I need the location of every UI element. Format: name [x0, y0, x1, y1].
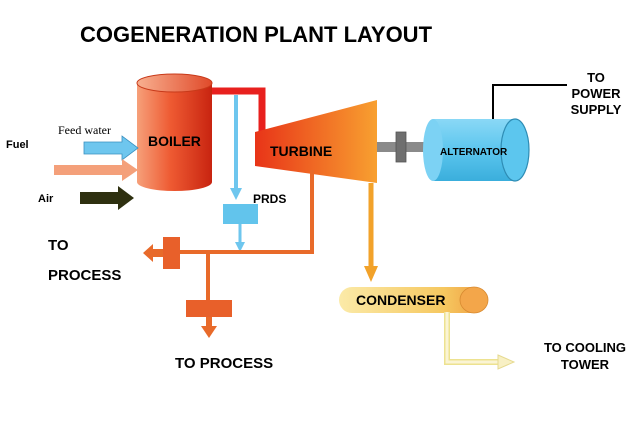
boiler: BOILER [136, 73, 213, 192]
to-power-supply-line1: TO [587, 70, 605, 85]
process-bottom-arrow-icon [201, 326, 217, 338]
cooling-water-line-inner [445, 312, 500, 364]
coupling [395, 131, 407, 163]
prds-arrow-down-icon [230, 188, 242, 200]
to-power-supply-line2: POWER [571, 86, 621, 101]
turbine: TURBINE [255, 100, 377, 183]
condenser: CONDENSER [339, 286, 489, 314]
to-process-left-line1: TO [48, 237, 69, 254]
diagram-title: COGENERATION PLANT LAYOUT [80, 22, 433, 47]
main-steam-line [212, 87, 266, 132]
power-supply-line [492, 84, 567, 119]
prds-outlet-arrow-icon [235, 242, 245, 252]
exhaust-arrow-icon [364, 266, 378, 282]
condenser-label: CONDENSER [356, 292, 445, 308]
to-cooling-tower-line1: TO COOLING [544, 340, 626, 355]
extraction-steam-line [180, 170, 314, 254]
cooling-water-line [444, 312, 500, 365]
cooling-arrow-icon [497, 354, 516, 370]
air-label: Air [38, 193, 54, 205]
to-power-supply-line3: SUPPLY [571, 102, 622, 117]
fuel-arrow-icon [54, 159, 138, 181]
feed-water-label: Feed water [58, 123, 111, 137]
to-process-left-line2: PROCESS [48, 267, 121, 284]
air-arrow-icon [80, 186, 134, 210]
alternator: ALTERNATOR [423, 118, 530, 182]
process-left-arrow-icon [143, 244, 163, 262]
prds-box [223, 204, 258, 224]
process-valve-bottom [186, 300, 232, 317]
prds-label: PRDS [253, 192, 286, 206]
to-process-bottom-label: TO PROCESS [175, 355, 273, 372]
process-valve-left [163, 237, 180, 269]
alternator-label: ALTERNATOR [440, 147, 508, 158]
fuel-label: Fuel [6, 139, 29, 151]
boiler-label: BOILER [148, 133, 201, 149]
feed-water-arrow-icon [83, 135, 139, 161]
to-cooling-tower-line2: TOWER [561, 357, 610, 372]
turbine-label: TURBINE [270, 143, 332, 159]
